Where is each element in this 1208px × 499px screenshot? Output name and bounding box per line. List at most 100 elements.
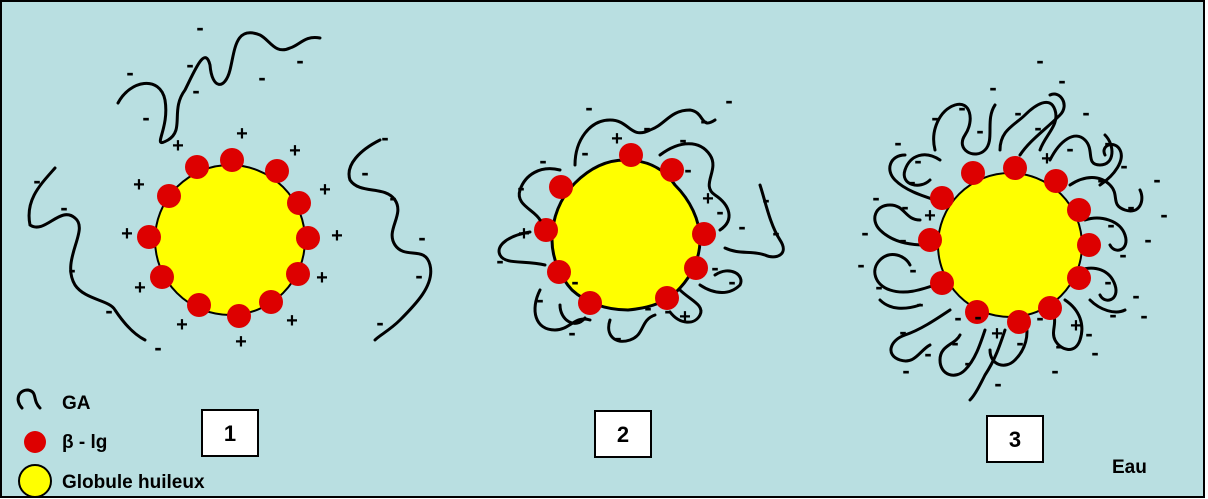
minus-charge: -	[1132, 283, 1139, 308]
ga-chain	[902, 153, 942, 187]
minus-charge: -	[585, 95, 592, 120]
minus-charge: -	[60, 195, 67, 220]
ga-legend-icon	[16, 388, 42, 410]
ga-chain	[873, 203, 927, 247]
minus-charge: -	[581, 140, 588, 165]
minus-charge: -	[192, 78, 199, 103]
ga-chain	[1083, 216, 1128, 252]
blg-particle	[534, 218, 558, 242]
plus-charge: +	[702, 188, 714, 210]
minus-charge: -	[684, 157, 691, 182]
minus-charge: -	[700, 108, 707, 133]
ga-chain	[347, 138, 433, 342]
minus-charge: -	[643, 115, 650, 140]
minus-charge: -	[126, 60, 133, 85]
blg-particle	[1067, 198, 1091, 222]
blg-particle	[1044, 169, 1068, 193]
panel-label-box	[986, 415, 1044, 463]
minus-charge: -	[571, 269, 578, 294]
ga-chain	[1088, 298, 1127, 314]
ga-chain	[517, 167, 562, 222]
minus-charge: -	[1120, 153, 1127, 178]
ga-chain	[932, 102, 997, 156]
minus-charge: -	[1097, 167, 1104, 192]
minus-charge: -	[857, 252, 864, 277]
legend-ga-label: GA	[62, 393, 91, 414]
oil-legend-icon	[18, 464, 52, 498]
ga-chain	[1098, 143, 1123, 187]
minus-charge: -	[1034, 115, 1041, 140]
blg-particle	[660, 158, 684, 182]
minus-charge: -	[711, 255, 718, 280]
minus-charge: -	[762, 187, 769, 212]
minus-charge: -	[568, 320, 575, 345]
blg-particle	[157, 184, 181, 208]
minus-charge: -	[964, 350, 971, 375]
minus-charge: -	[1085, 321, 1092, 346]
panel-label-3: 3	[986, 415, 1044, 463]
minus-charge: -	[536, 287, 543, 312]
minus-charge: -	[1153, 167, 1160, 192]
medium-label: Eau	[1112, 457, 1147, 478]
blg-particle	[965, 300, 989, 324]
minus-charge: -	[1036, 305, 1043, 330]
minus-charge: -	[496, 248, 503, 273]
plus-charge: +	[319, 179, 331, 201]
blg-particle	[296, 226, 320, 250]
minus-charge: -	[1082, 100, 1089, 125]
minus-charge: -	[539, 148, 546, 173]
minus-charge: -	[376, 310, 383, 335]
minus-charge: -	[951, 330, 958, 355]
plus-charge: +	[1070, 315, 1082, 337]
plus-charge: +	[176, 314, 188, 336]
minus-charge: -	[738, 214, 745, 239]
ga-chain	[889, 308, 952, 363]
plus-charge: +	[172, 135, 184, 157]
minus-charge: -	[1104, 130, 1111, 155]
minus-charge: -	[989, 75, 996, 100]
ga-chain	[1068, 176, 1144, 213]
minus-charge: -	[1016, 330, 1023, 355]
charges: - - - - - - - - - - - - - - - - - - - - …	[857, 48, 1167, 396]
charges: - - - - - - - - - - - - - - - - - - - - …	[496, 88, 779, 350]
minus-charge: -	[894, 130, 901, 155]
charges: - - - - - - - - - - - - - - - - - -	[33, 15, 425, 360]
minus-charge: -	[1055, 333, 1062, 358]
panel-label-text: 2	[617, 422, 629, 447]
plus-charge: +	[316, 267, 328, 289]
ga-chain	[658, 142, 731, 232]
legend-oil-label: Globule huileux	[62, 472, 205, 493]
plus-charge: +	[518, 223, 530, 245]
ga-chain	[938, 328, 987, 377]
ga-chain	[558, 303, 587, 325]
blg-particles	[534, 143, 716, 315]
blg-particle	[549, 175, 573, 199]
ga-chains	[27, 31, 433, 342]
minus-charge: -	[679, 127, 686, 152]
ga-chain	[878, 298, 922, 310]
plus-charge: +	[331, 225, 343, 247]
plus-charge: +	[133, 174, 145, 196]
blg-particle	[227, 304, 251, 328]
legend-blg-label: β - lg	[62, 432, 107, 453]
ga-chain	[1048, 298, 1084, 351]
ga-chain	[998, 100, 1058, 152]
ga-chain	[968, 328, 1007, 402]
minus-charge: -	[958, 95, 965, 120]
charges: + + + + + + + + + + + +	[121, 123, 343, 353]
plus-charge: +	[235, 331, 247, 353]
minus-charge: -	[909, 257, 916, 282]
minus-charge: -	[974, 304, 981, 329]
minus-charge: -	[196, 15, 203, 40]
ga-chain	[1078, 266, 1118, 302]
minus-charge: -	[1160, 202, 1167, 227]
minus-charge: -	[1119, 242, 1126, 267]
minus-charge: -	[914, 148, 921, 173]
minus-charge: -	[916, 291, 923, 316]
minus-charge: -	[908, 169, 915, 194]
ga-chains	[873, 92, 1144, 402]
blg-particles	[918, 156, 1101, 334]
panel-label-box	[594, 410, 652, 458]
plus-charge: +	[121, 223, 133, 245]
minus-charge: -	[1051, 358, 1058, 383]
